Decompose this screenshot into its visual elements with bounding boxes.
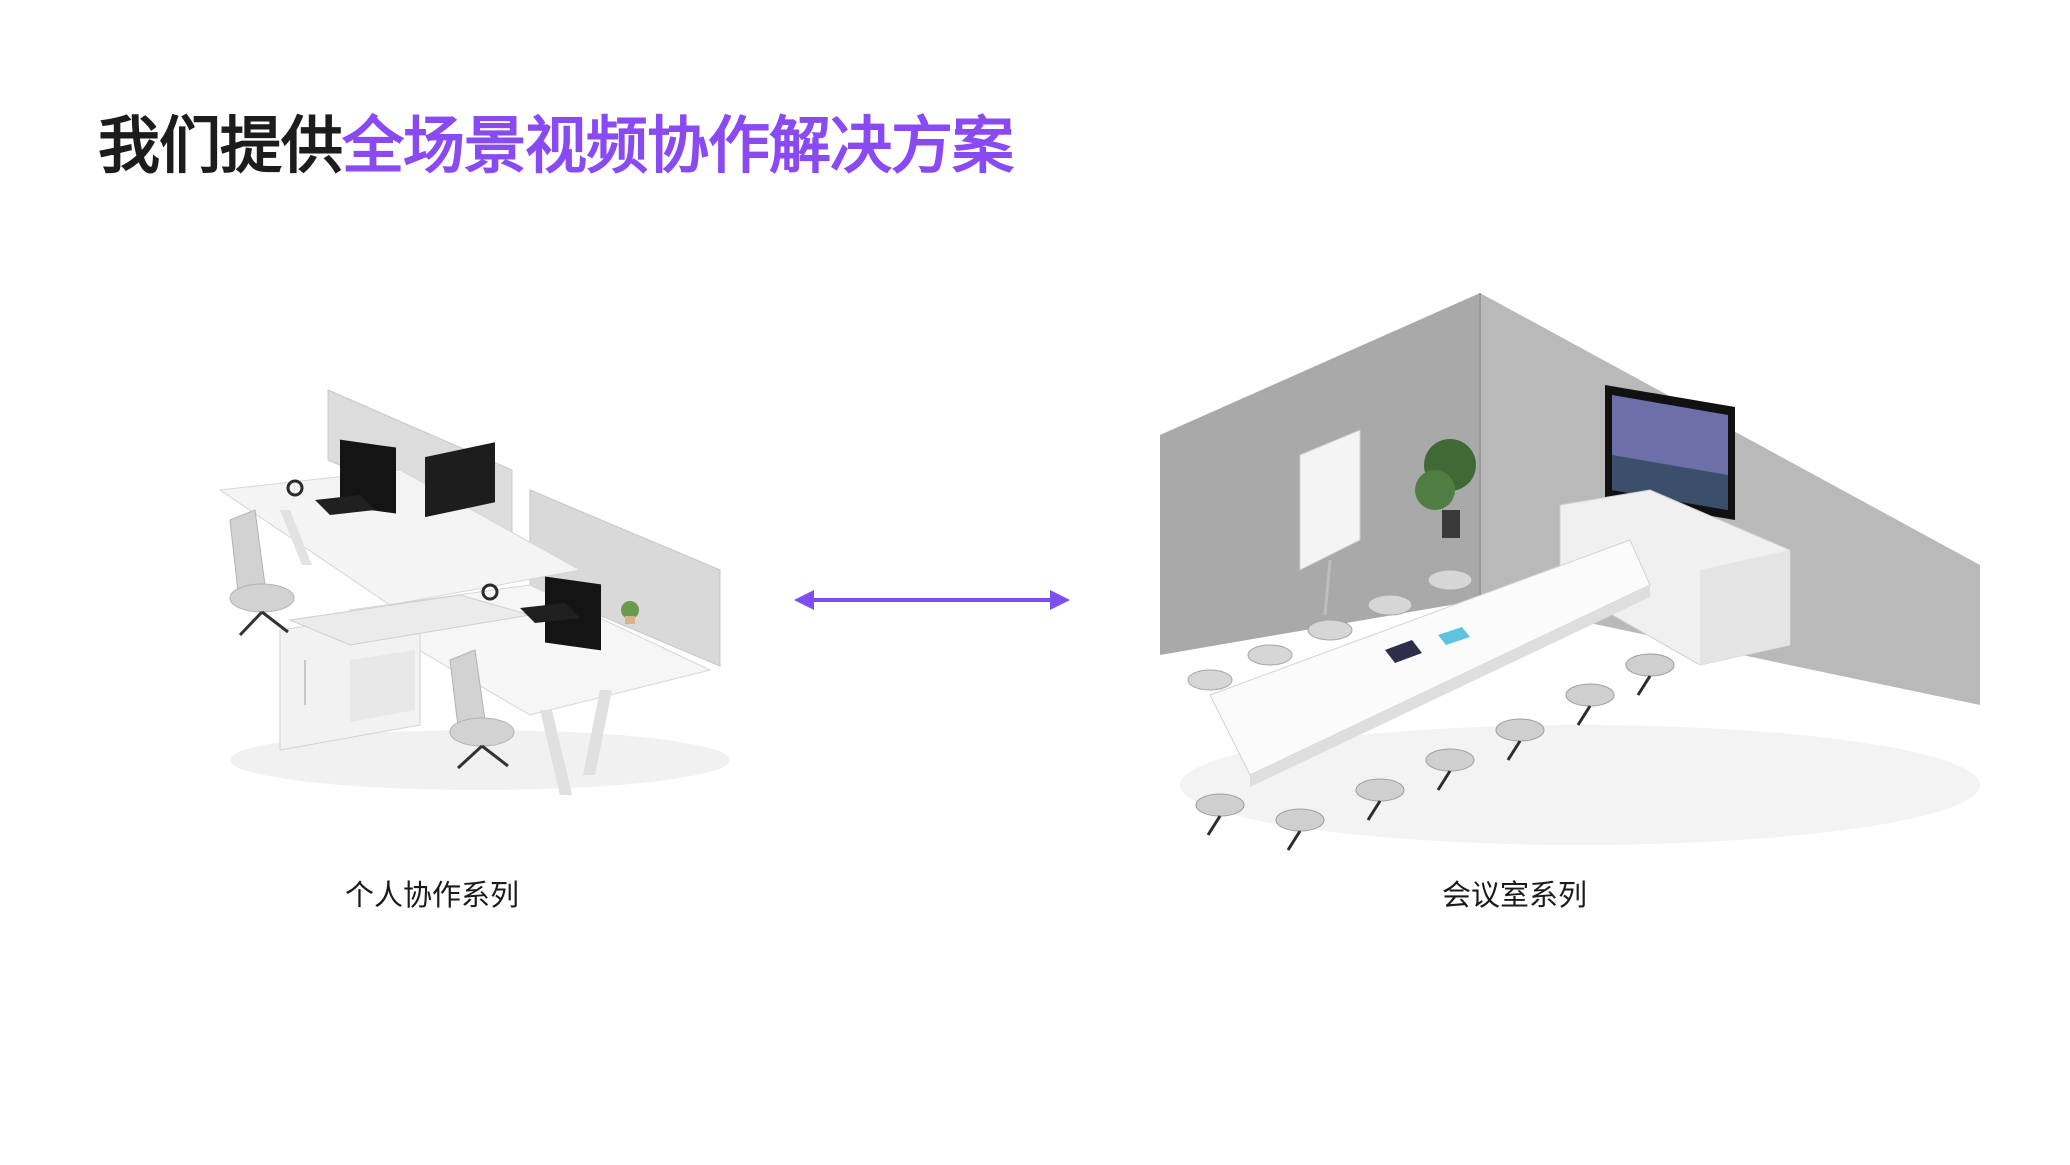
meeting-room-illustration (1160, 293, 1980, 851)
personal-workstation-illustration (218, 389, 730, 795)
page-title: 我们提供全场景视频协作解决方案 (98, 109, 1014, 182)
title-highlight: 全场景视频协作解决方案 (342, 109, 1014, 182)
double-headed-arrow-icon (794, 590, 1070, 610)
title-prefix: 我们提供 (98, 109, 343, 182)
caption-personal-series: 个人协作系列 (345, 878, 520, 912)
caption-meeting-room-series: 会议室系列 (1442, 878, 1588, 912)
